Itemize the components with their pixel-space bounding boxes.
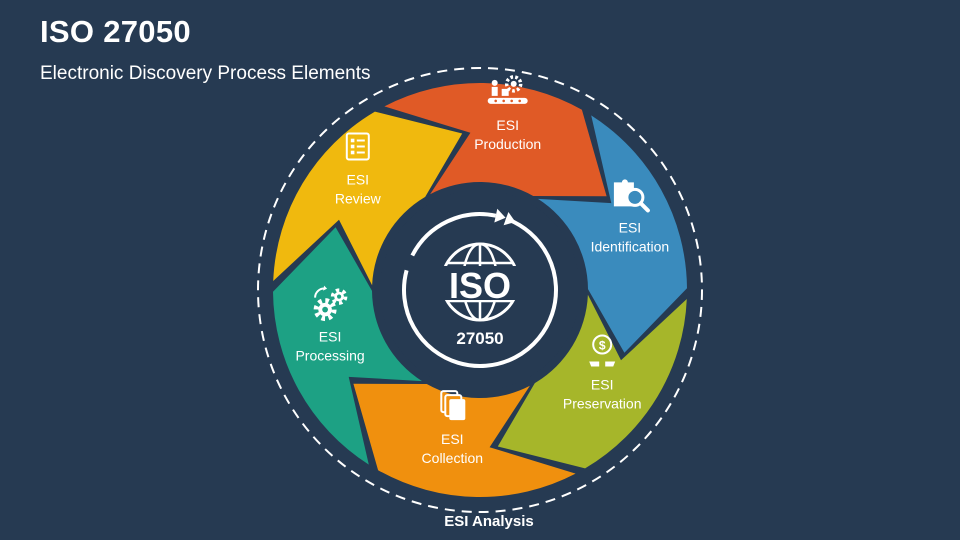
slide-subtitle: Electronic Discovery Process Elements [40,63,371,84]
segment-processing-label-line1: ESI [319,329,342,345]
segment-identification-label-line1: ESI [619,219,642,235]
inner-ring-arrowhead-top [494,208,506,223]
segment-production-label-line2: Production [474,136,541,152]
checklist-icon [345,132,370,161]
footer-label: ESI Analysis [444,513,534,530]
documents-stack-icon [440,390,466,421]
slide-title: ISO 27050 [40,14,191,49]
inner-ring-arc [402,216,558,368]
segment-preservation [497,294,687,469]
segment-collection-label-line2: Collection [422,450,483,466]
hands-dollar-icon: $ [585,334,620,367]
center-number-label: 27050 [456,329,503,348]
svg-text:$: $ [599,339,606,353]
segment-review-label-line1: ESI [347,172,370,188]
segment-identification [538,115,687,353]
segment-preservation-label-line1: ESI [591,377,614,393]
segment-preservation-label-line2: Preservation [563,396,642,412]
segment-processing-label-line2: Processing [295,348,364,364]
segment-identification-label-line2: Identification [591,238,670,254]
segment-production [384,82,607,197]
center-layer: ISO 27050 [402,208,558,368]
segment-collection [353,383,576,498]
inner-ring-arc-top [410,212,497,257]
segment-collection-label-line1: ESI [441,431,464,447]
conveyor-gear-icon [487,75,528,104]
gears-icon [313,285,348,322]
center-iso-label: ISO [449,265,511,306]
segment-review [273,111,463,286]
segment-production-label-line1: ESI [496,117,519,133]
segments-layer [273,82,687,498]
labels-layer: ESIIdentification$ESIPreservationESIColl… [295,75,670,466]
puzzle-search-icon [613,179,650,213]
inner-ring-arrowhead-right [503,212,516,226]
segment-review-label-line2: Review [335,191,382,207]
outer-dashed-ring [257,67,703,513]
segment-processing [273,227,422,465]
